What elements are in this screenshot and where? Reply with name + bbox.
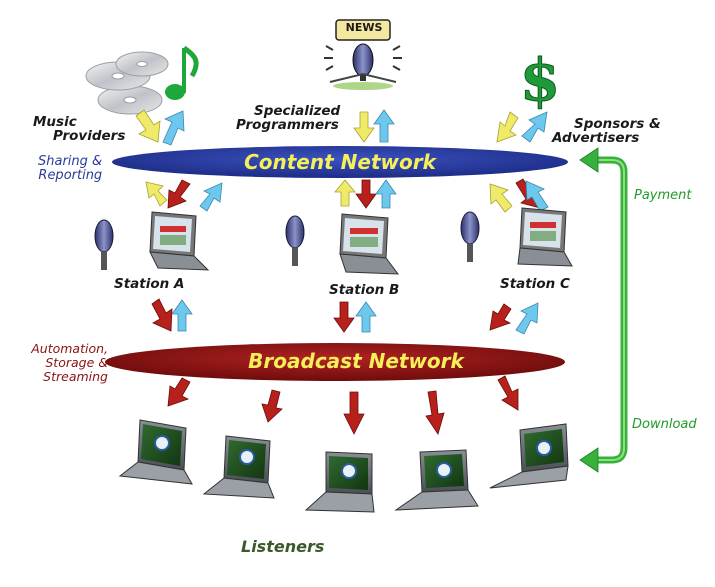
microphone-icon (460, 211, 480, 262)
sharing-line-2: Reporting (38, 168, 103, 183)
microphone-icon (285, 215, 305, 266)
programmers-up-arrow (373, 109, 395, 143)
station-c-label: Station C (500, 276, 570, 292)
station-b-graphic (285, 213, 400, 275)
download-arrowhead (579, 447, 599, 473)
listeners-label: Listeners (241, 537, 325, 556)
listener-arrows (167, 375, 519, 435)
station-broadcast-arrows (151, 298, 539, 335)
automation-line-1: Automation, (31, 341, 108, 356)
download-label: Download (632, 417, 697, 432)
payment-label: Payment (634, 188, 692, 203)
payment-download-loop (579, 147, 628, 473)
programmers-line-1: Specialized (254, 103, 341, 119)
station-a-graphic (94, 211, 210, 271)
listener-laptop-1 (118, 419, 193, 485)
automation-storage-streaming-label: Automation, Storage & Streaming (24, 342, 108, 384)
news-sign-label: NEWS (345, 21, 383, 34)
broadcast-network-ellipse (105, 343, 565, 381)
sponsors-line-1: Sponsors & (574, 116, 661, 132)
automation-line-3: Streaming (43, 369, 108, 384)
music-providers-line-1: Music (33, 114, 77, 130)
laptop-icon (149, 211, 210, 271)
music-providers-line-2: Providers (53, 128, 126, 144)
station-a-label: Station A (114, 276, 185, 292)
broadcast-network-label: Broadcast Network (248, 349, 464, 373)
microphone-icon (94, 219, 114, 270)
music-note-icon (165, 45, 199, 100)
content-network-ellipse (112, 146, 568, 178)
music-up-arrow (162, 110, 185, 146)
automation-line-2: Storage & (45, 355, 108, 370)
station-c-graphic (460, 207, 573, 267)
laptop-icon (517, 207, 573, 267)
content-network-label: Content Network (244, 150, 436, 174)
music-providers-label: Music Providers (33, 115, 125, 143)
dollar-icon: $ (519, 46, 560, 115)
listener-laptop-5 (489, 423, 569, 489)
sharing-reporting-label: Sharing & Reporting (38, 155, 102, 183)
listener-laptop-4 (394, 449, 479, 511)
programmers-line-2: Programmers (236, 117, 339, 133)
specialized-programmers-label: Specialized Programmers (236, 104, 340, 132)
sponsors-up-arrow (521, 111, 548, 143)
svg-text:$: $ (520, 46, 560, 114)
listener-laptop-3 (304, 451, 375, 513)
laptop-icon (339, 213, 400, 275)
content-station-arrows (145, 178, 549, 213)
station-b-label: Station B (329, 282, 400, 298)
music-down-arrow (135, 109, 161, 143)
source-arrows (135, 109, 548, 146)
sponsors-down-arrow (496, 111, 519, 143)
cd-stack-icon (85, 51, 169, 115)
programmers-down-arrow (353, 111, 375, 143)
sponsors-line-2: Advertisers (552, 130, 640, 146)
news-microphone-icon (324, 19, 402, 90)
sharing-line-1: Sharing & (38, 154, 103, 169)
payment-arrowhead (579, 147, 599, 173)
sponsors-advertisers-label: Sponsors & Advertisers (552, 117, 661, 145)
listener-laptop-2 (202, 435, 275, 499)
